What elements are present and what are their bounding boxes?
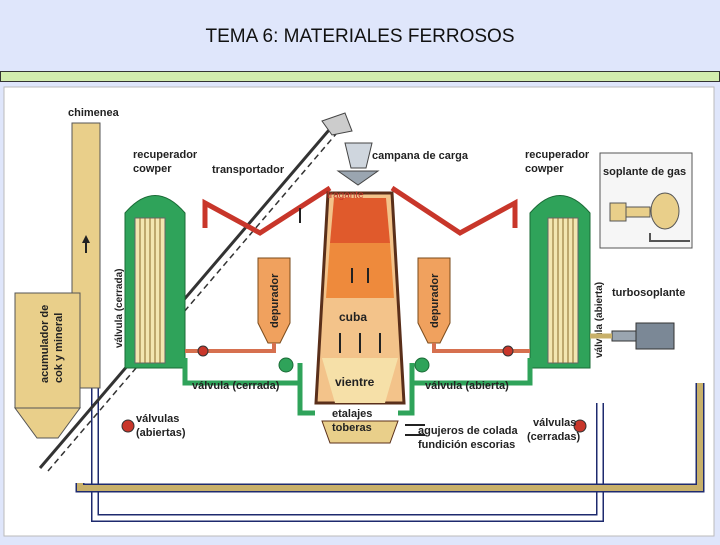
charging-cone: [336, 170, 380, 186]
label-acumulador-2: cok y mineral: [53, 313, 65, 383]
gas-loop-pipe: [77, 383, 703, 491]
label-fundicion: fundición escorias: [418, 439, 515, 451]
depurador-right-outlet: [432, 343, 530, 353]
blower-motor: [609, 202, 627, 222]
chimney-arrowhead: [82, 235, 90, 243]
slide-header: TEMA 6: MATERIALES FERROSOS: [0, 0, 720, 72]
label-valvulas-cerradas-2: (cerradas): [527, 431, 581, 443]
label-vientre: vientre: [335, 375, 375, 389]
conveyor-belt: [47, 126, 343, 472]
label-recuperador-left-1: recuperador: [133, 149, 198, 161]
duct-right-upper: [390, 185, 518, 236]
furnace-hearth: [321, 420, 399, 444]
valve-right-gas: [502, 345, 514, 357]
conveyor-skip: [321, 112, 353, 136]
hot-blast-right: [398, 358, 533, 416]
label-valvula-cerrada-vertical: válvula (cerrada): [114, 269, 125, 349]
label-valvulas-cerradas-1: válvulas: [533, 417, 576, 429]
blower-shaft: [625, 206, 651, 218]
label-recuperador-right-1: recuperador: [525, 149, 590, 161]
blower-fan: [650, 192, 680, 230]
label-etalajes: etalajes: [332, 408, 372, 420]
blast-furnace-diagram: chimenea acumulador de cok y mineral vál…: [0, 83, 720, 540]
valve-left-gas: [197, 345, 209, 357]
bottom-gas-pipe: [92, 378, 603, 521]
depurador-right: [417, 257, 451, 344]
label-cuba: cuba: [339, 310, 367, 324]
label-valvula-abierta-vertical: válvula (abierta): [594, 282, 605, 358]
label-agujeros: agujeros de colada: [418, 425, 519, 437]
valve-hot-blast-right: [414, 357, 430, 373]
hot-blast-left: [182, 358, 315, 416]
label-valvulas-abiertas-1: válvulas: [136, 413, 179, 425]
label-valvula-cerrada-h: válvula (cerrada): [192, 380, 280, 392]
label-valvulas-abiertas-2: (abiertas): [136, 427, 186, 439]
accumulator-hopper: [14, 407, 81, 439]
valve-hot-blast-left: [278, 357, 294, 373]
label-recuperador-left-2: cowper: [133, 163, 172, 175]
turbosoplante-shaft: [611, 330, 637, 342]
label-turbosoplante: turbosoplante: [612, 287, 685, 299]
slide-title: TEMA 6: MATERIALES FERROSOS: [205, 26, 515, 47]
label-depurador-right: depurador: [429, 273, 441, 328]
blast-furnace-svg: chimenea acumulador de cok y mineral vál…: [3, 86, 715, 537]
blower-pipe: [649, 233, 690, 242]
accumulator-silo: [14, 292, 81, 409]
depurador-left-outlet: [185, 343, 276, 353]
valve-bottom-right: [573, 419, 587, 433]
valve-bottom-left: [121, 419, 135, 433]
label-chimenea: chimenea: [68, 107, 120, 119]
label-acumulador-1: acumulador de: [39, 305, 51, 383]
label-tragante: tragante: [327, 190, 364, 201]
depurador-left: [257, 257, 291, 344]
duct-left-upper: [202, 185, 332, 236]
label-soplante: soplante de gas: [603, 166, 686, 178]
charging-bell: [344, 142, 373, 169]
furnace-zone-top: [330, 198, 390, 243]
turbosoplante-body: [635, 322, 675, 350]
label-depurador-left: depurador: [269, 273, 281, 328]
label-valvula-abierta-h: válvula (abierta): [425, 380, 509, 392]
label-transportador: transportador: [212, 164, 285, 176]
label-campana: campana de carga: [372, 150, 469, 162]
label-toberas: toberas: [332, 422, 372, 434]
furnace-zone-mid: [326, 243, 394, 298]
title-divider: [0, 71, 720, 82]
conveyor-rail: [38, 122, 337, 469]
label-recuperador-right-2: cowper: [525, 163, 564, 175]
furnace-zone-bosh: [322, 358, 398, 403]
